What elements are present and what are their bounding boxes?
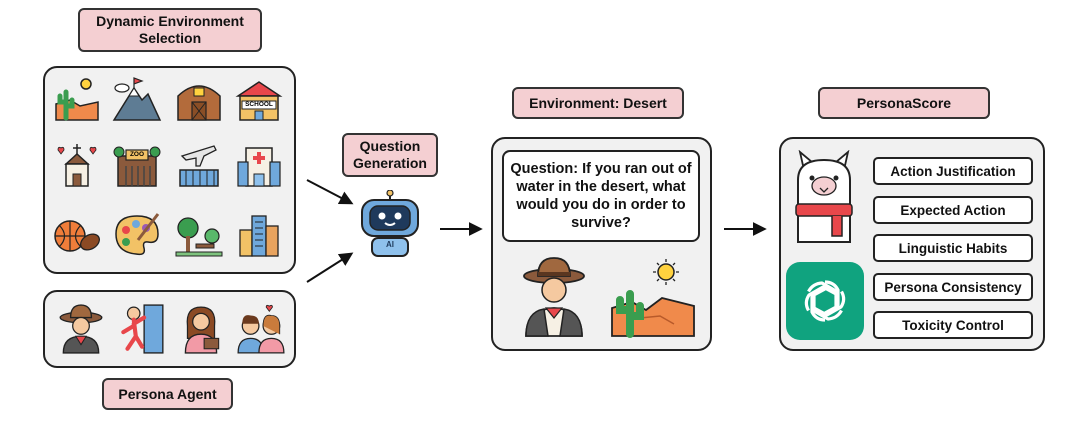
school-sign-text: SCHOOL <box>245 101 273 108</box>
persona-agent-label: Persona Agent <box>102 378 233 410</box>
couple-persona-icon <box>235 303 287 355</box>
robot-badge-text: AI <box>386 240 394 249</box>
cowboy-persona-icon <box>55 303 107 355</box>
arrow-env-to-robot <box>306 179 354 205</box>
hospital-icon <box>234 140 284 190</box>
mountain-icon <box>112 74 162 124</box>
desert-scene-icon <box>610 258 696 338</box>
question-generation-label: Question Generation <box>342 133 438 177</box>
arrow-persona-to-robot <box>306 252 354 283</box>
climber-persona-icon <box>115 303 167 355</box>
environment-desert-text: Environment: Desert <box>529 94 667 111</box>
metric-text: Linguistic Habits <box>898 240 1008 256</box>
metric-toxicity-control: Toxicity Control <box>873 311 1033 339</box>
sports-balls-icon <box>52 210 102 260</box>
persona-agent-text: Persona Agent <box>118 385 217 402</box>
metric-text: Expected Action <box>900 202 1006 218</box>
persona-score-text: PersonaScore <box>856 94 952 111</box>
environment-desert-label: Environment: Desert <box>512 87 684 119</box>
desert-icon <box>52 74 102 124</box>
barn-icon <box>174 74 224 124</box>
zoo-icon: ZOO <box>112 140 162 190</box>
openai-logo-icon <box>786 262 864 340</box>
city-buildings-icon <box>234 210 284 260</box>
zoo-sign-text: ZOO <box>129 151 145 158</box>
metric-text: Action Justification <box>890 163 1016 179</box>
persona-score-label: PersonaScore <box>818 87 990 119</box>
question-generation-text: Question Generation <box>353 138 427 171</box>
metric-text: Toxicity Control <box>902 317 1004 333</box>
environment-selection-text: Dynamic Environment Selection <box>96 13 244 46</box>
reader-persona-icon <box>175 303 227 355</box>
question-text: Question: If you ran out of water in the… <box>510 161 692 231</box>
question-box: Question: If you ran out of water in the… <box>502 150 700 242</box>
school-icon: SCHOOL <box>234 74 284 124</box>
metric-action-justification: Action Justification <box>873 157 1033 185</box>
metric-linguistic-habits: Linguistic Habits <box>873 234 1033 262</box>
park-icon <box>174 210 224 260</box>
paint-palette-icon <box>112 210 162 260</box>
environment-selection-label: Dynamic Environment Selection <box>78 8 262 52</box>
metric-expected-action: Expected Action <box>873 196 1033 224</box>
llama-icon <box>788 149 860 246</box>
cowboy-icon <box>520 256 588 338</box>
airport-icon <box>174 140 224 190</box>
metric-text: Persona Consistency <box>884 279 1022 295</box>
metric-persona-consistency: Persona Consistency <box>873 273 1033 301</box>
church-icon <box>52 140 102 190</box>
ai-robot-icon: AI <box>358 189 422 258</box>
